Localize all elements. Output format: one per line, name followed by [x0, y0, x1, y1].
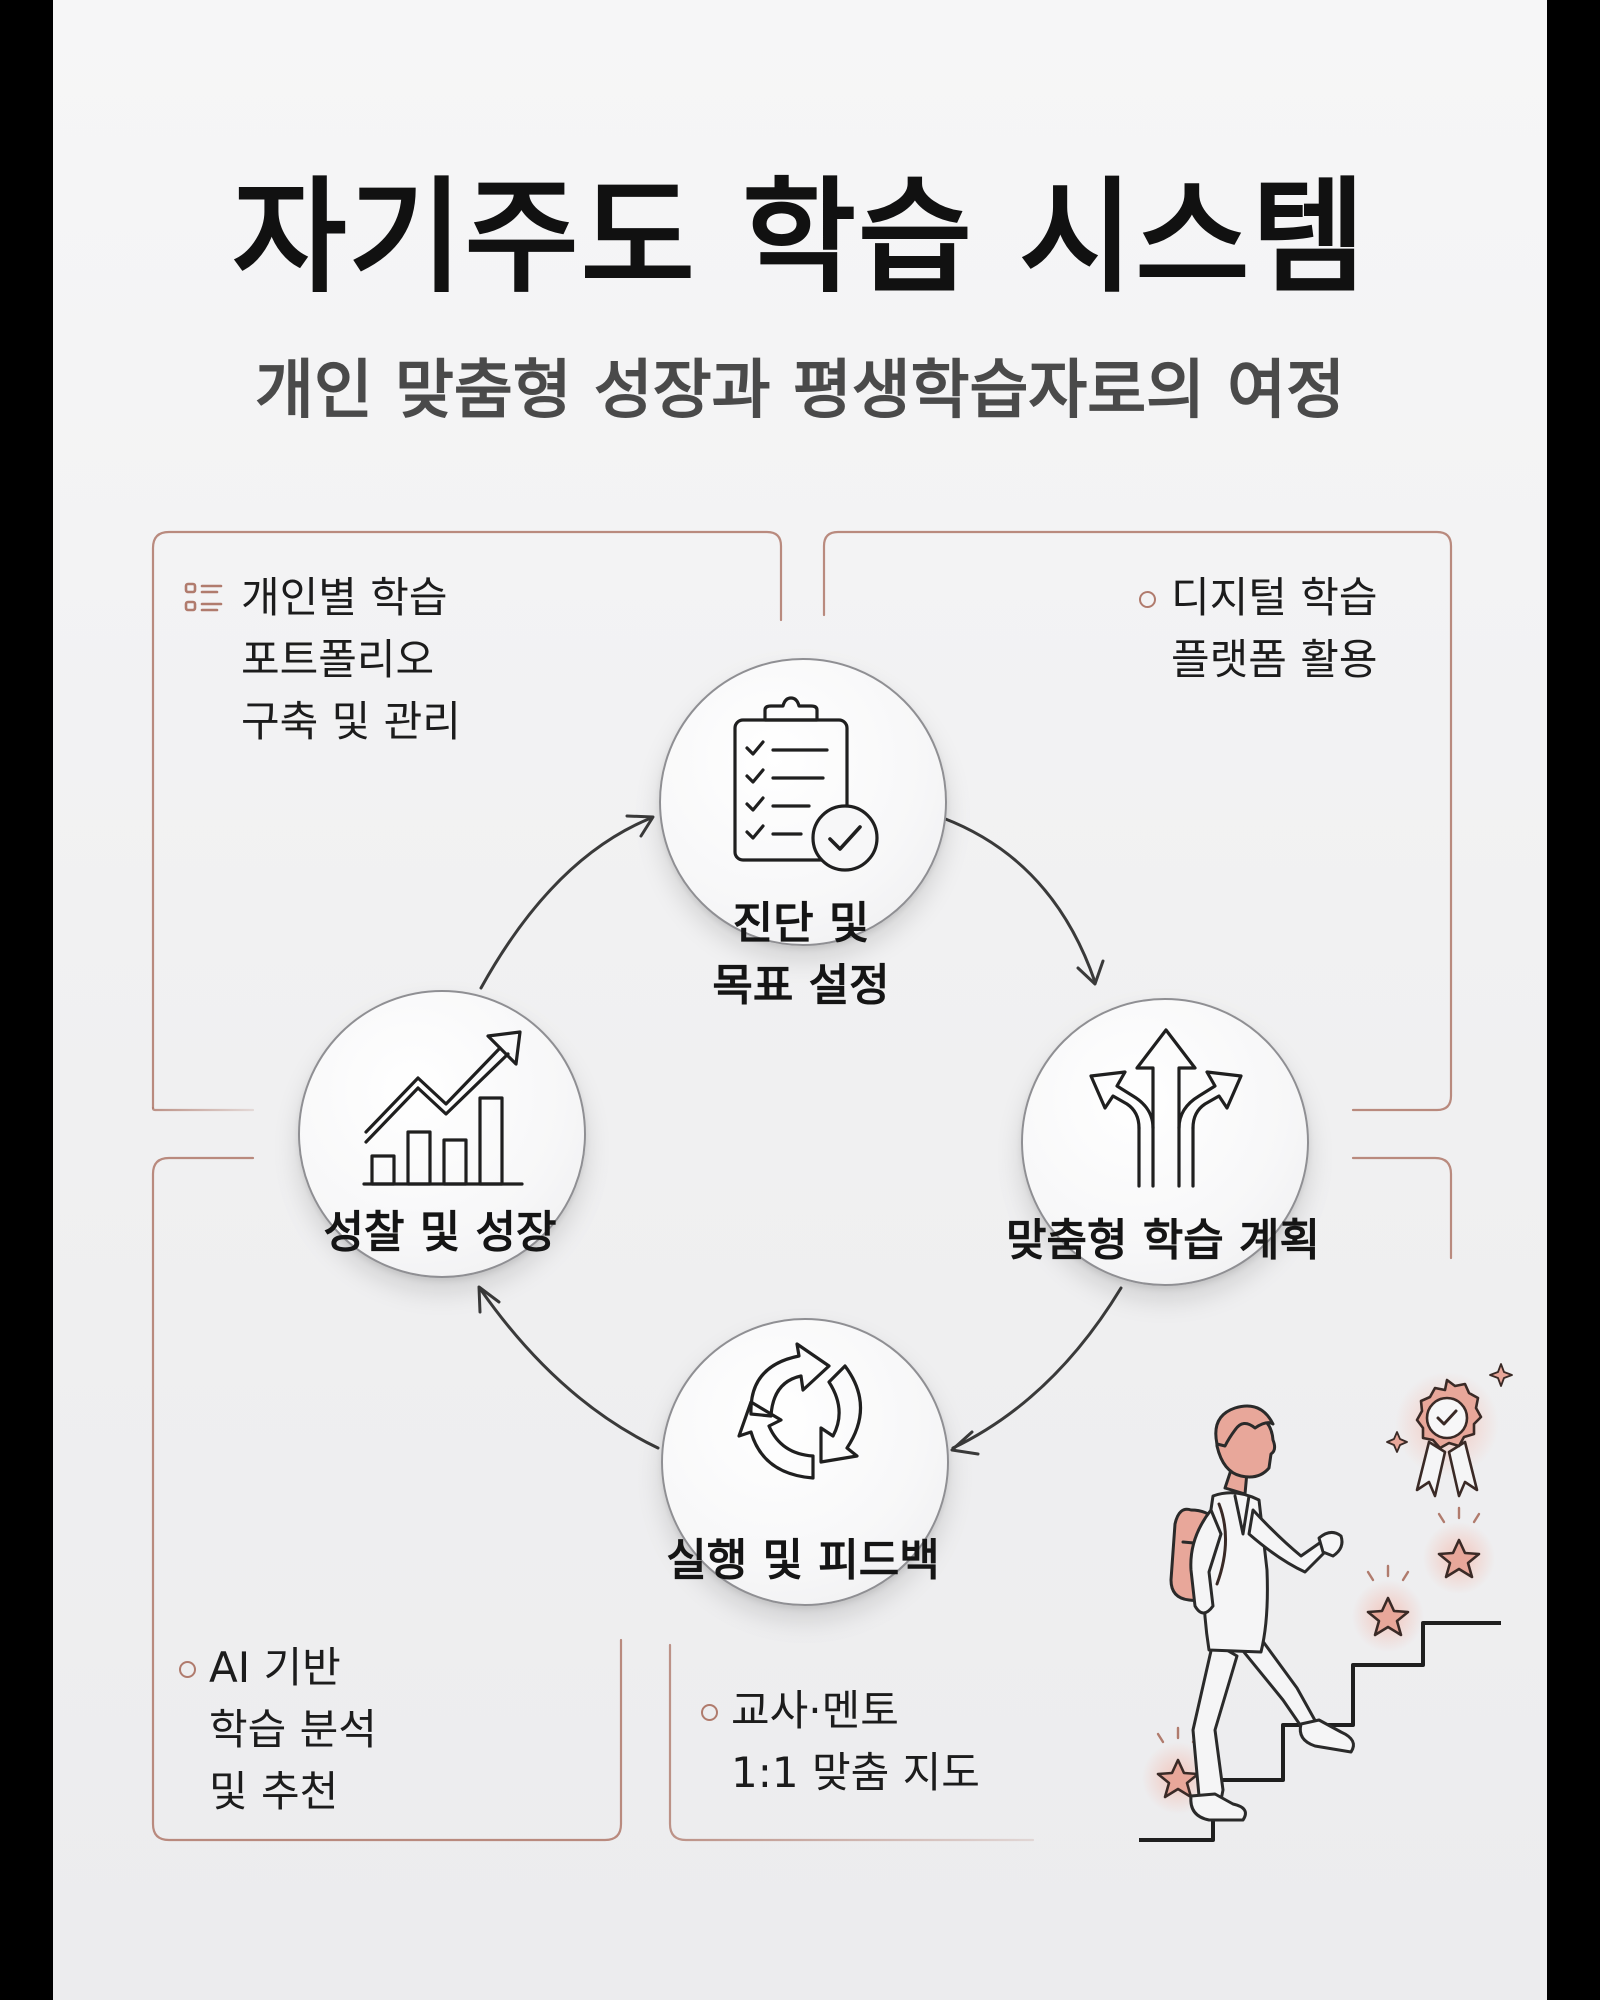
- note-bottom-center-line-1: 교사·멘토: [731, 1686, 899, 1735]
- note-bottom-left-line-1: AI 기반: [209, 1643, 341, 1692]
- node-diagnosis-label-line-2: 목표 설정: [712, 960, 890, 1011]
- note-top-left-line-2: 포트폴리오: [241, 635, 435, 684]
- frame-bottom-left: [151, 1156, 623, 1842]
- page-subtitle: 개인 맞춤형 성장과 평생학습자로의 여정: [254, 354, 1346, 428]
- arrow-reflection-to-diagnosis: [479, 816, 653, 990]
- arrow-head-reflection: [477, 1285, 501, 1314]
- cycle-arrows: [477, 814, 1123, 1456]
- note-top-right-line-1: 디지털 학습: [1171, 573, 1378, 622]
- bullet-icon: [1139, 591, 1156, 608]
- award-badge-icon: [1415, 1378, 1483, 1498]
- sparkle-icon: [1386, 1363, 1513, 1453]
- node-diagnosis-label: 진단 및 목표 설정: [659, 893, 943, 1017]
- growth-chart-icon: [362, 1030, 524, 1186]
- student-figure: [1169, 1404, 1355, 1822]
- note-top-right-line-2: 플랫폼 활용: [1171, 635, 1378, 684]
- note-bottom-left-line-2: 학습 분석: [209, 1705, 377, 1754]
- note-top-left-line-1: 개인별 학습: [241, 573, 448, 622]
- note-bottom-left: AI 기반 학습 분석 및 추천: [179, 1637, 377, 1823]
- bullet-icon: [701, 1704, 718, 1721]
- node-plan[interactable]: [1021, 998, 1309, 1286]
- node-execution-label: 실행 및 피드백: [666, 1535, 940, 1586]
- poster: 자기주도 학습 시스템 개인 맞춤형 성장과 평생학습자로의 여정: [53, 0, 1547, 2000]
- frame-right-small: [1351, 1156, 1453, 1260]
- node-reflection-label: 성찰 및 성장: [323, 1207, 557, 1258]
- quadrant-frames: [151, 530, 1453, 1842]
- frame-bottom-center: [668, 1643, 1035, 1842]
- node-reflection[interactable]: [298, 990, 586, 1278]
- frame-top-right: [822, 530, 1453, 1112]
- arrow-head-diagnosis: [625, 814, 655, 838]
- note-bottom-center-line-2: 1:1 맞춤 지도: [731, 1748, 980, 1797]
- list-icon: [184, 582, 223, 612]
- student-climbing-stairs-illustration: [1139, 1363, 1513, 1842]
- arrow-execution-to-reflection: [479, 1288, 660, 1450]
- cycle-arrows-icon: [737, 1342, 863, 1480]
- node-execution[interactable]: [661, 1318, 949, 1606]
- note-top-left: 개인별 학습 포트폴리오 구축 및 관리: [183, 567, 461, 753]
- arrow-head-execution: [950, 1430, 980, 1456]
- note-bottom-left-line-3: 및 추천: [209, 1767, 339, 1816]
- frame-top-left: [151, 530, 783, 1110]
- bullet-icon: [179, 1661, 196, 1678]
- clipboard-check-icon: [733, 696, 879, 872]
- arrow-plan-to-execution: [951, 1286, 1123, 1450]
- arrow-diagnosis-to-plan: [941, 816, 1097, 984]
- note-top-right: 디지털 학습 플랫폼 활용: [1139, 567, 1378, 691]
- page-title: 자기주도 학습 시스템: [232, 166, 1368, 310]
- star-icon: [1156, 1538, 1481, 1799]
- node-diagnosis-label-line-1: 진단 및: [732, 898, 870, 949]
- node-plan-label: 맞춤형 학습 계획: [1006, 1215, 1320, 1266]
- arrow-head-plan: [1076, 959, 1105, 986]
- note-bottom-center: 교사·멘토 1:1 맞춤 지도: [701, 1680, 980, 1804]
- branching-arrows-icon: [1089, 1028, 1243, 1188]
- note-top-left-line-3: 구축 및 관리: [241, 697, 461, 746]
